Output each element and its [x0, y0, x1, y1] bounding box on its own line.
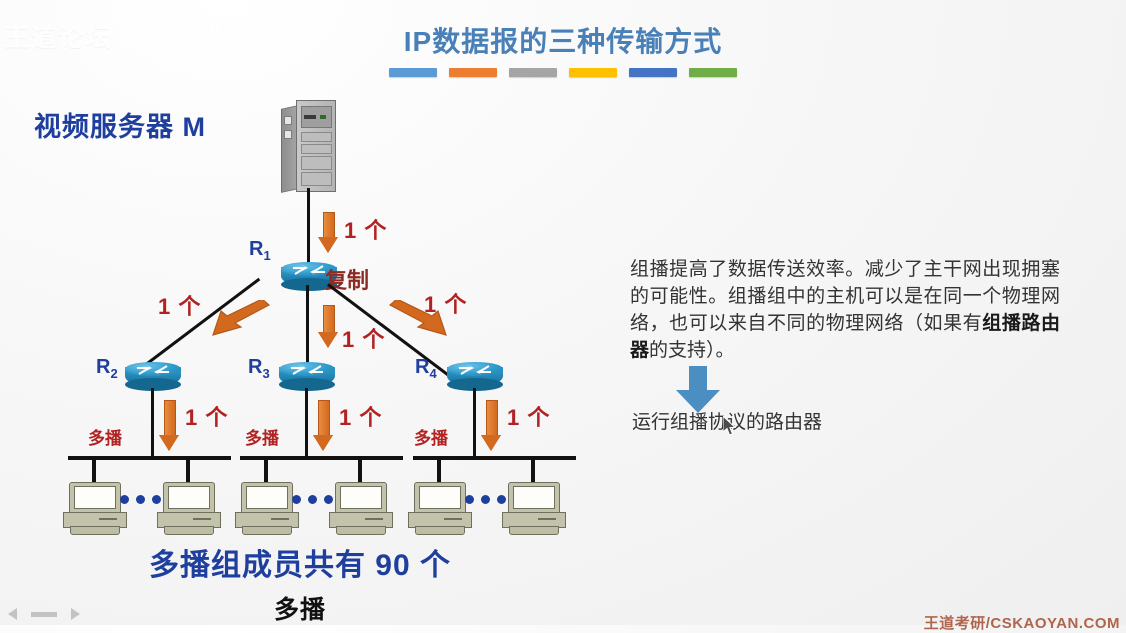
packet-count-left: 1 个	[158, 294, 202, 319]
packet-count-middle: 1 个	[342, 327, 386, 352]
notes-line-3: 个物理网络，也可以来自不同的物理网络（如	[630, 286, 1060, 334]
link-r3-lan	[305, 388, 308, 456]
player-controls[interactable]	[8, 608, 80, 620]
lan-label-1: 多播	[88, 429, 122, 448]
host-drop	[186, 458, 190, 484]
notes-line-4-bold: 组播路由器	[630, 313, 1060, 361]
host-computer-icon	[502, 482, 566, 535]
next-icon[interactable]	[71, 608, 80, 620]
host-drop	[358, 458, 362, 484]
host-ellipsis	[465, 495, 506, 504]
host-computer-icon	[329, 482, 393, 535]
host-computer-icon	[408, 482, 472, 535]
blue-down-arrow-icon	[675, 366, 721, 414]
router-label-r2: R2	[96, 356, 118, 381]
router-label-r3: R3	[248, 356, 270, 381]
packet-count-lan-3: 1 个	[507, 405, 551, 430]
stop-icon[interactable]	[31, 611, 57, 617]
watermark-texture	[120, 16, 220, 52]
router-label-r1: R1	[249, 238, 271, 263]
server-link-line	[307, 188, 310, 263]
server-tower-icon	[281, 100, 336, 193]
link-r1-r3	[306, 285, 309, 367]
diagram-caption-main: 多播组成员共有 90 个	[148, 549, 452, 582]
packet-count-trunk: 1 个	[344, 218, 388, 243]
server-label: 视频服务器 M	[34, 112, 206, 142]
packet-arrow-right	[388, 300, 450, 336]
watermark-bottom-right: 王道考研/CSKAOYAN.COM	[923, 615, 1120, 632]
host-drop	[92, 458, 96, 484]
host-drop	[437, 458, 441, 484]
page-title: IP数据报的三种传输方式	[403, 26, 723, 57]
router-label-r4: R4	[415, 356, 437, 381]
notes-line-4-pre: 果有	[943, 313, 983, 334]
host-computer-icon	[63, 482, 127, 535]
lan-label-3: 多播	[414, 429, 448, 448]
notes-paragraph: 组播提高了数据传送效率。减少了主干网出现拥塞的可能性。组播组中的主机可以是在同一…	[630, 256, 1060, 364]
notes-line-1: 组播提高了数据传送效率。减少了主干网出现	[630, 259, 1022, 280]
packet-count-lan-1: 1 个	[185, 405, 229, 430]
mouse-cursor	[722, 414, 737, 436]
watermark-top-left: 王道论坛	[4, 24, 113, 52]
host-drop	[264, 458, 268, 484]
host-computer-icon	[157, 482, 221, 535]
link-r2-lan	[151, 388, 154, 456]
lan-label-2: 多播	[245, 429, 279, 448]
host-drop	[531, 458, 535, 484]
lan-bus-3	[413, 456, 576, 460]
router-icon-r3	[279, 362, 335, 392]
title-accent-bars	[389, 68, 737, 77]
host-ellipsis	[292, 495, 333, 504]
previous-icon[interactable]	[8, 608, 17, 620]
router-icon-r2	[125, 362, 181, 392]
packet-count-lan-2: 1 个	[339, 405, 383, 430]
lan-bus-2	[240, 456, 403, 460]
copy-label: 复制	[325, 268, 370, 293]
packet-count-right: 1 个	[424, 292, 468, 317]
host-ellipsis	[120, 495, 161, 504]
diagram-caption-sub: 多播	[273, 596, 326, 624]
notes-line-4-post: 的支持）。	[649, 340, 735, 361]
host-computer-icon	[235, 482, 299, 535]
packet-arrow-left	[205, 300, 271, 336]
notes-line-2: 拥塞的可能性。组播组中的主机可以是在同一	[630, 259, 1060, 307]
router-icon-r1	[281, 262, 337, 292]
link-r4-lan	[473, 388, 476, 456]
lan-bus-1	[68, 456, 231, 460]
router-icon-r4	[447, 362, 503, 392]
